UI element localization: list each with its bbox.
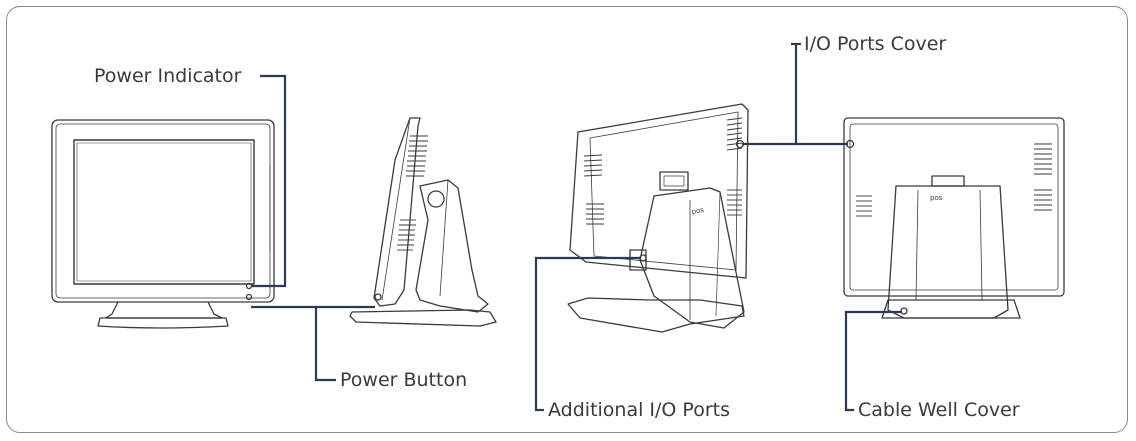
monitor-front-screen-inner — [76, 142, 252, 282]
callout-io-cover-left — [742, 44, 798, 146]
monitor-rear-stand — [639, 187, 745, 329]
monitor-back-stand — [887, 185, 1009, 319]
monitor-side-base — [349, 309, 497, 327]
power-button-dot — [245, 293, 253, 301]
diagram-frame — [6, 6, 1128, 433]
monitor-back-body — [843, 117, 1065, 297]
monitor-back-mount — [931, 175, 965, 187]
monitor-front-view — [51, 119, 275, 329]
monitor-side-view — [349, 117, 497, 327]
monitor-rear-view — [843, 117, 1065, 319]
monitor-back-panel — [849, 123, 1059, 291]
monitor-front-stand-base — [97, 317, 229, 329]
monitor-rear-mount — [659, 171, 689, 191]
monitor-front-screen — [73, 139, 255, 285]
label-cable-well-cover: Cable Well Cover — [858, 399, 1020, 421]
label-additional-io-ports: Additional I/O Ports — [548, 399, 730, 421]
monitor-front-bezel — [51, 119, 275, 303]
label-power-button: Power Button — [340, 369, 468, 391]
callout-lines — [251, 42, 902, 412]
monitor-rear-body — [569, 103, 749, 279]
monitor-rear-angle-view — [567, 103, 749, 333]
monitor-front-stand-neck — [105, 301, 223, 319]
monitor-side-stand — [415, 179, 489, 313]
monitor-rear-base — [567, 297, 745, 333]
monitor-back-vents — [856, 143, 1052, 217]
callout-power-button — [314, 307, 336, 382]
label-io-ports-cover: I/O Ports Cover — [804, 33, 947, 55]
callout-additional-io — [534, 256, 641, 412]
monitor-side-hinge — [427, 190, 445, 208]
monitor-front-bezel-inner — [55, 123, 271, 299]
callout-cable-well — [844, 310, 902, 412]
callout-power-indicator — [251, 74, 287, 288]
monitor-rear-vents — [583, 117, 743, 225]
monitor-side-body — [373, 117, 421, 307]
stand-logo-back: pos — [930, 194, 943, 202]
label-power-indicator: Power Indicator — [94, 65, 242, 87]
side-power-button-dot — [374, 293, 382, 301]
stand-logo-rear: pos — [691, 206, 705, 216]
monitor-side-vents — [397, 135, 428, 251]
